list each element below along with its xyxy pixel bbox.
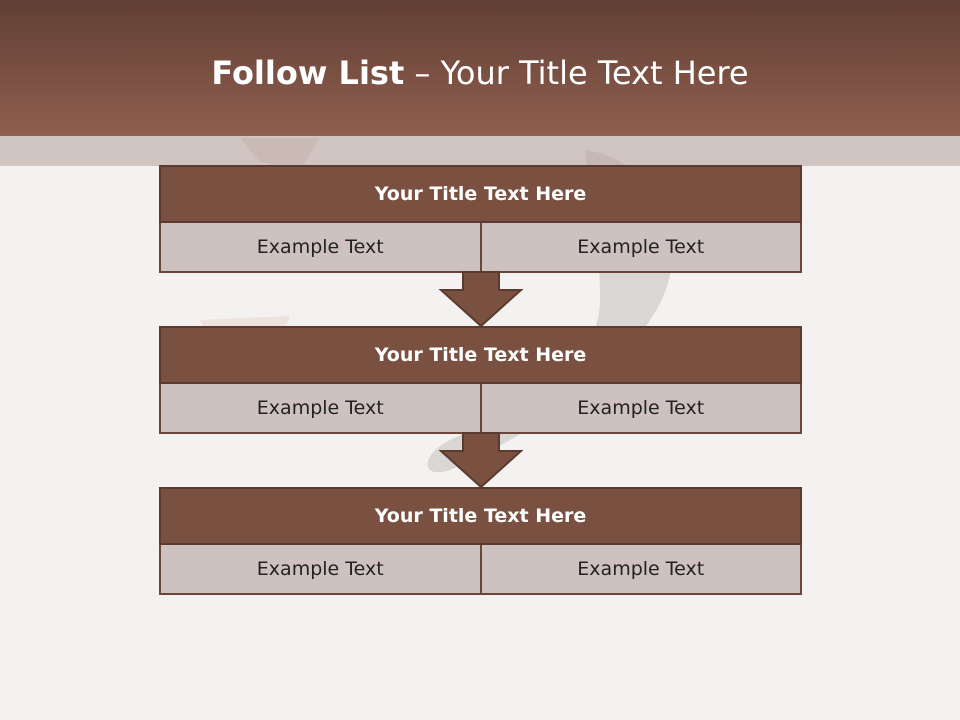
step-cell-right: Example Text — [481, 223, 802, 273]
down-arrow-icon — [438, 271, 524, 328]
step-block-3: Your Title Text Here Example Text Exampl… — [159, 487, 802, 595]
title-rest: – Your Title Text Here — [404, 54, 749, 92]
step-block-1: Your Title Text Here Example Text Exampl… — [159, 165, 802, 273]
step-title: Your Title Text Here — [159, 326, 802, 384]
down-arrow-icon — [438, 432, 524, 489]
step-cell-left: Example Text — [159, 545, 482, 595]
step-cell-right: Example Text — [481, 545, 802, 595]
header-strip — [0, 136, 960, 166]
header-bar — [0, 0, 960, 136]
title-bold: Follow List — [211, 54, 405, 92]
step-cell-left: Example Text — [159, 384, 482, 434]
page-title: Follow List – Your Title Text Here — [0, 54, 960, 92]
step-cell-right: Example Text — [481, 384, 802, 434]
step-title: Your Title Text Here — [159, 487, 802, 545]
step-block-2: Your Title Text Here Example Text Exampl… — [159, 326, 802, 434]
step-title: Your Title Text Here — [159, 165, 802, 223]
step-cell-left: Example Text — [159, 223, 482, 273]
